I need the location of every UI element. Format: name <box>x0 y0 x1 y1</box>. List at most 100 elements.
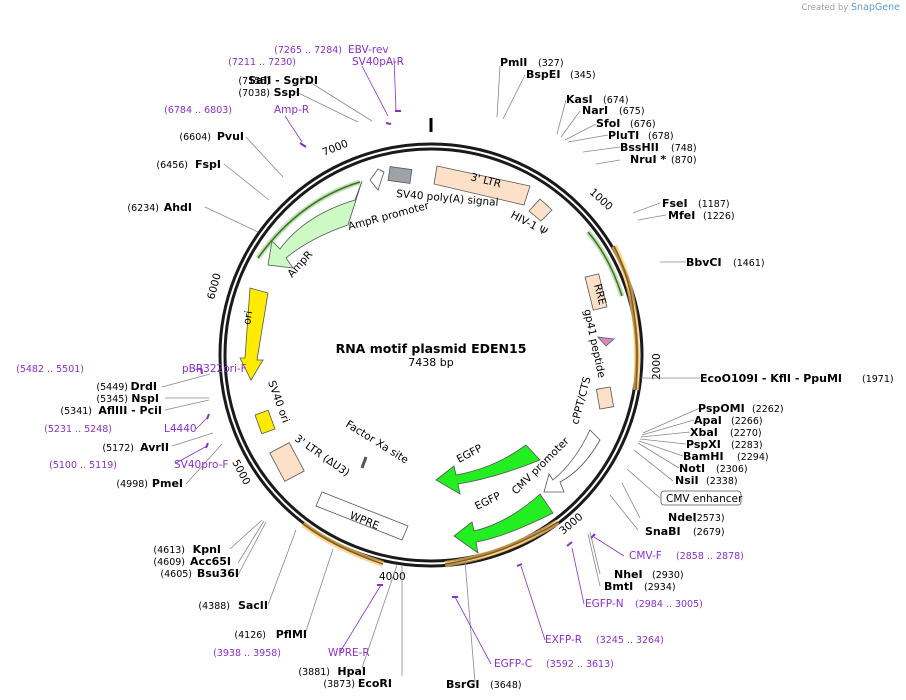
primer-pos-egfp-n: (2984 .. 3005) <box>635 599 703 610</box>
primer-pos-cmv-f: (2858 .. 2878) <box>676 551 744 562</box>
enzyme-pflmi: PflMI <box>276 628 307 641</box>
label-ampr-promoter: AmpR promoter <box>347 200 431 233</box>
feature-egfp-1 <box>435 444 541 495</box>
feature-sv40-polya <box>387 166 413 184</box>
tick-7000: 7000 <box>321 138 350 159</box>
label-cmv-enhancer: CMV enhancer <box>666 493 743 505</box>
enzyme-pos-drdi: (5449) <box>96 382 128 393</box>
enzyme-kasi: KasI <box>566 93 593 106</box>
enzyme-pmli: PmlI <box>500 56 527 69</box>
enzyme-snabi: SnaBI <box>645 525 681 538</box>
enzyme-pos-bsshii: (748) <box>671 143 697 154</box>
enzyme-nrui: NruI * <box>630 153 666 166</box>
enzyme-pos-sfoi: (676) <box>630 119 656 130</box>
primer-leader-lines <box>175 57 625 665</box>
enzyme-pos-xbai: (2270) <box>730 428 762 439</box>
enzyme-pmei: PmeI <box>152 477 183 490</box>
enzyme-pos-snabi: (2679) <box>693 527 725 538</box>
enzyme-pos-nhei: (2930) <box>652 570 684 581</box>
primer-l4440: L4440 <box>164 423 197 435</box>
credit-brand: SnapGene <box>851 2 900 13</box>
plasmid-size: 7438 bp <box>408 356 453 369</box>
enzyme-pos-kasi: (674) <box>603 95 629 106</box>
enzyme-pos-fsei: (1187) <box>698 199 730 210</box>
enzyme-ahdi: AhdI <box>164 201 192 214</box>
primer-pos-amp-r: (6784 .. 6803) <box>164 105 232 116</box>
enzyme-drdi: DrdI <box>130 380 157 393</box>
enzyme-pos-pmli: (327) <box>538 58 564 69</box>
primer-ebv-rev: EBV-rev <box>348 44 389 56</box>
enzyme-xbai: XbaI <box>690 426 718 439</box>
enzyme-kpni: KpnI <box>193 543 221 556</box>
enzyme-pvui: PvuI <box>217 130 244 143</box>
tick-1000: 1000 <box>587 186 615 213</box>
feature-rre <box>584 273 608 311</box>
feature-cppt <box>595 386 615 410</box>
feature-cmv-promoter <box>543 429 601 493</box>
enzyme-bbvci: BbvCI <box>686 256 722 269</box>
enzyme-pos-pspomi: (2262) <box>752 404 784 415</box>
enzyme-bsshii: BssHII <box>620 141 659 154</box>
label-cppt: cPPT/CTS <box>569 375 593 426</box>
orf-bottom-2-line <box>302 523 384 565</box>
enzyme-ndei: NdeI <box>668 511 697 524</box>
enzyme-pos-avrii: (5172) <box>102 443 134 454</box>
primer-pos-exfp-r: (3245 .. 3264) <box>596 635 664 646</box>
orf-right-1-line <box>587 231 623 297</box>
enzyme-sali-sgrdi: SalI - SgrDI <box>248 74 318 87</box>
backbone-outer <box>218 142 644 568</box>
feature-wpre <box>315 491 409 541</box>
enzyme-pos-kpni: (4613) <box>153 545 185 556</box>
primer-pos-sv40pa-r: (7211 .. 7230) <box>228 57 296 68</box>
orf-right-2-line <box>613 245 638 391</box>
enzyme-avrii: AvrII <box>140 441 169 454</box>
enzyme-pos-ahdi: (6234) <box>127 203 159 214</box>
primer-pos-wpre-r: (3938 .. 3958) <box>213 648 281 659</box>
feature-ampr-promoter <box>369 168 385 191</box>
primer-sv40pro-f: SV40pro-F <box>174 459 228 471</box>
enzyme-nspi: NspI <box>131 392 159 405</box>
feature-sv40-ori <box>254 409 276 435</box>
enzyme-apai: ApaI <box>694 414 722 427</box>
enzyme-nsii: NsiI <box>675 474 699 487</box>
enzyme-pos-bspei: (345) <box>570 70 596 81</box>
feature-ltr-top <box>433 165 531 206</box>
enzyme-sspi: SspI <box>274 86 300 99</box>
enzyme-pos-nrui: (870) <box>671 155 697 166</box>
primer-wpre-r: WPRE-R <box>328 647 370 659</box>
enzyme-pos-bbvci: (1461) <box>733 258 765 269</box>
enzyme-bspei: BspEI <box>526 68 560 81</box>
enzyme-mfei: MfeI <box>668 209 695 222</box>
enzyme-pos-pvui: (6604) <box>179 132 211 143</box>
enzyme-pos-nspi: (5345) <box>96 394 128 405</box>
primer-sv40pa-r: SV40pA-R <box>352 56 404 68</box>
feature-gp41 <box>596 336 615 347</box>
enzyme-fspi: FspI <box>195 158 221 171</box>
cmv-enhancer-box <box>660 490 742 506</box>
enzyme-acc65i: Acc65I <box>190 555 231 568</box>
credit-created-by: Created by <box>801 3 849 13</box>
feature-egfp-2 <box>453 493 554 554</box>
plasmid-name: RNA motif plasmid EDEN15 <box>336 341 527 356</box>
enzyme-ecoo109i-kfli-ppumi: EcoO109I - KflI - PpuMI <box>700 372 842 385</box>
enzyme-labels-right: PmlI(327)BspEI(345)KasI(674)NarI(675)Sfo… <box>446 56 894 691</box>
feature-ori <box>239 287 269 381</box>
enzyme-afliii-pcii: AflIII - PciI <box>98 404 162 417</box>
enzyme-pos-afliii-pcii: (5341) <box>60 406 92 417</box>
feature-hiv-psi <box>528 198 553 222</box>
enzyme-pspomi: PspOMI <box>698 402 745 415</box>
enzyme-pos-bsu36i: (4605) <box>160 569 192 580</box>
primer-pbr322ori-f: pBR322ori-F <box>182 363 247 375</box>
tick-2000: 2000 <box>651 353 663 380</box>
label-rre: RRE <box>591 283 608 307</box>
enzyme-pos-apai: (2266) <box>731 416 763 427</box>
enzyme-pos-noti: (2306) <box>716 464 748 475</box>
enzyme-pos-bsrgi: (3648) <box>490 680 522 691</box>
enzyme-pspxi: PspXI <box>686 438 721 451</box>
enzyme-bmti: BmtI <box>604 580 633 593</box>
label-ori: ori <box>241 310 255 326</box>
primer-amp-r: Amp-R <box>274 104 309 116</box>
enzyme-pos-ndei: (2573) <box>693 513 725 524</box>
enzyme-pluti: PluTI <box>608 129 639 142</box>
